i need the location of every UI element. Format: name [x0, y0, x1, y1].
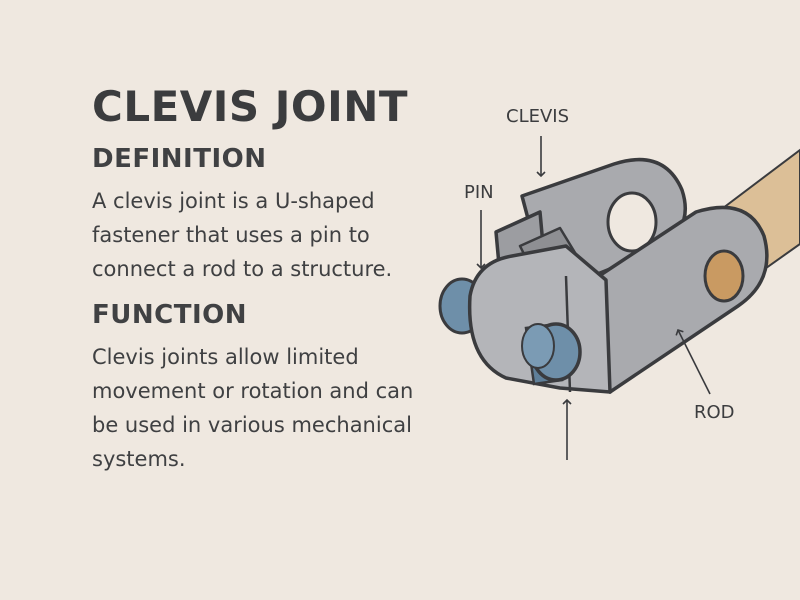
arrow-rod	[675, 328, 711, 395]
page-title: CLEVIS JOINT	[92, 82, 409, 131]
label-rod: ROD	[694, 402, 735, 423]
pin-front-face	[521, 323, 555, 369]
definition-text: A clevis joint is a U-shaped fastener th…	[92, 189, 393, 281]
clevis-back-hole	[606, 191, 658, 253]
label-pin: PIN	[464, 182, 494, 203]
label-clevis: CLEVIS	[506, 106, 569, 127]
definition-heading: DEFINITION	[92, 144, 267, 174]
function-text: Clevis joints allow limited movement or …	[92, 345, 414, 471]
rod-end-hole	[703, 249, 745, 303]
text-panel: CLEVIS JOINT DEFINITION A clevis joint i…	[92, 86, 432, 476]
function-heading: FUNCTION	[92, 300, 247, 330]
